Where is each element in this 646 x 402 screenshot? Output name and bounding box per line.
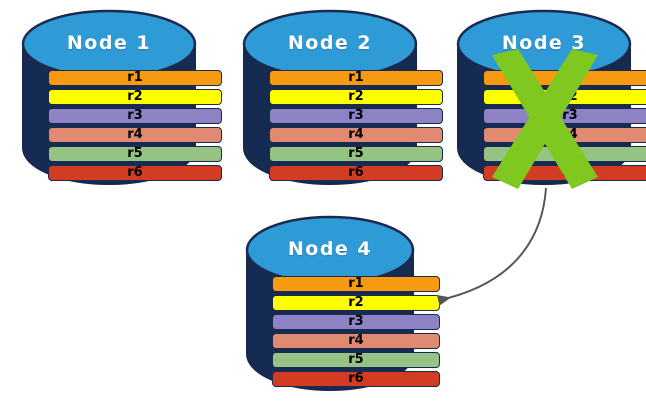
row-r5[interactable]: r5 (483, 146, 646, 162)
row-r2[interactable]: r2 (269, 89, 443, 105)
row-label: r3 (562, 108, 578, 123)
row-r1[interactable]: r1 (483, 70, 646, 86)
row-label: r1 (127, 70, 143, 85)
row-r3[interactable]: r3 (269, 108, 443, 124)
row-r3[interactable]: r3 (272, 314, 440, 330)
row-r2[interactable]: r2 (48, 89, 222, 105)
row-label: r3 (348, 314, 364, 329)
row-label: r6 (127, 165, 143, 180)
row-r3[interactable]: r3 (48, 108, 222, 124)
row-r2[interactable]: r2 (483, 89, 646, 105)
row-r6[interactable]: r6 (483, 165, 646, 181)
row-r3[interactable]: r3 (483, 108, 646, 124)
row-r4[interactable]: r4 (48, 127, 222, 143)
row-r4[interactable]: r4 (272, 333, 440, 349)
row-r1[interactable]: r1 (269, 70, 443, 86)
node-1[interactable]: Node 1 r1 r2 r3 r4 r5 r6 (21, 8, 222, 185)
node-3[interactable]: Node 3 r1 r2 r3 r4 r5 r6 (456, 8, 646, 189)
row-r1[interactable]: r1 (272, 276, 440, 292)
row-r1[interactable]: r1 (48, 70, 222, 86)
row-label: r6 (348, 165, 364, 180)
node-3-rows: r1 r2 r3 r4 r5 r6 (457, 70, 646, 181)
row-r5[interactable]: r5 (272, 352, 440, 368)
node-2-rows: r1 r2 r3 r4 r5 r6 (243, 70, 469, 181)
row-r5[interactable]: r5 (48, 146, 222, 162)
row-label: r1 (348, 276, 364, 291)
row-label: r2 (562, 89, 578, 104)
row-label: r1 (562, 70, 578, 85)
row-label: r5 (348, 352, 364, 367)
row-r6[interactable]: r6 (269, 165, 443, 181)
row-label: r1 (348, 70, 364, 85)
row-label: r2 (348, 295, 364, 310)
node-4[interactable]: Node 4 r1 r2 r3 r4 r5 r6 (245, 214, 440, 391)
row-label: r6 (562, 165, 578, 180)
row-label: r4 (562, 127, 578, 142)
row-label: r5 (127, 146, 143, 161)
row-label: r2 (127, 89, 143, 104)
row-r6[interactable]: r6 (48, 165, 222, 181)
row-label: r6 (348, 371, 364, 386)
row-label: r2 (348, 89, 364, 104)
row-r4[interactable]: r4 (269, 127, 443, 143)
row-label: r5 (348, 146, 364, 161)
row-r5[interactable]: r5 (269, 146, 443, 162)
node-2[interactable]: Node 2 r1 r2 r3 r4 r5 r6 (242, 8, 443, 185)
node-1-rows: r1 r2 r3 r4 r5 r6 (22, 70, 248, 181)
row-r2[interactable]: r2 (272, 295, 440, 311)
row-label: r4 (127, 127, 143, 142)
node-4-rows: r1 r2 r3 r4 r5 r6 (246, 276, 466, 387)
row-label: r4 (348, 333, 364, 348)
row-label: r4 (348, 127, 364, 142)
row-r4[interactable]: r4 (483, 127, 646, 143)
row-label: r5 (562, 146, 578, 161)
row-label: r3 (348, 108, 364, 123)
row-r6[interactable]: r6 (272, 371, 440, 387)
row-label: r3 (127, 108, 143, 123)
